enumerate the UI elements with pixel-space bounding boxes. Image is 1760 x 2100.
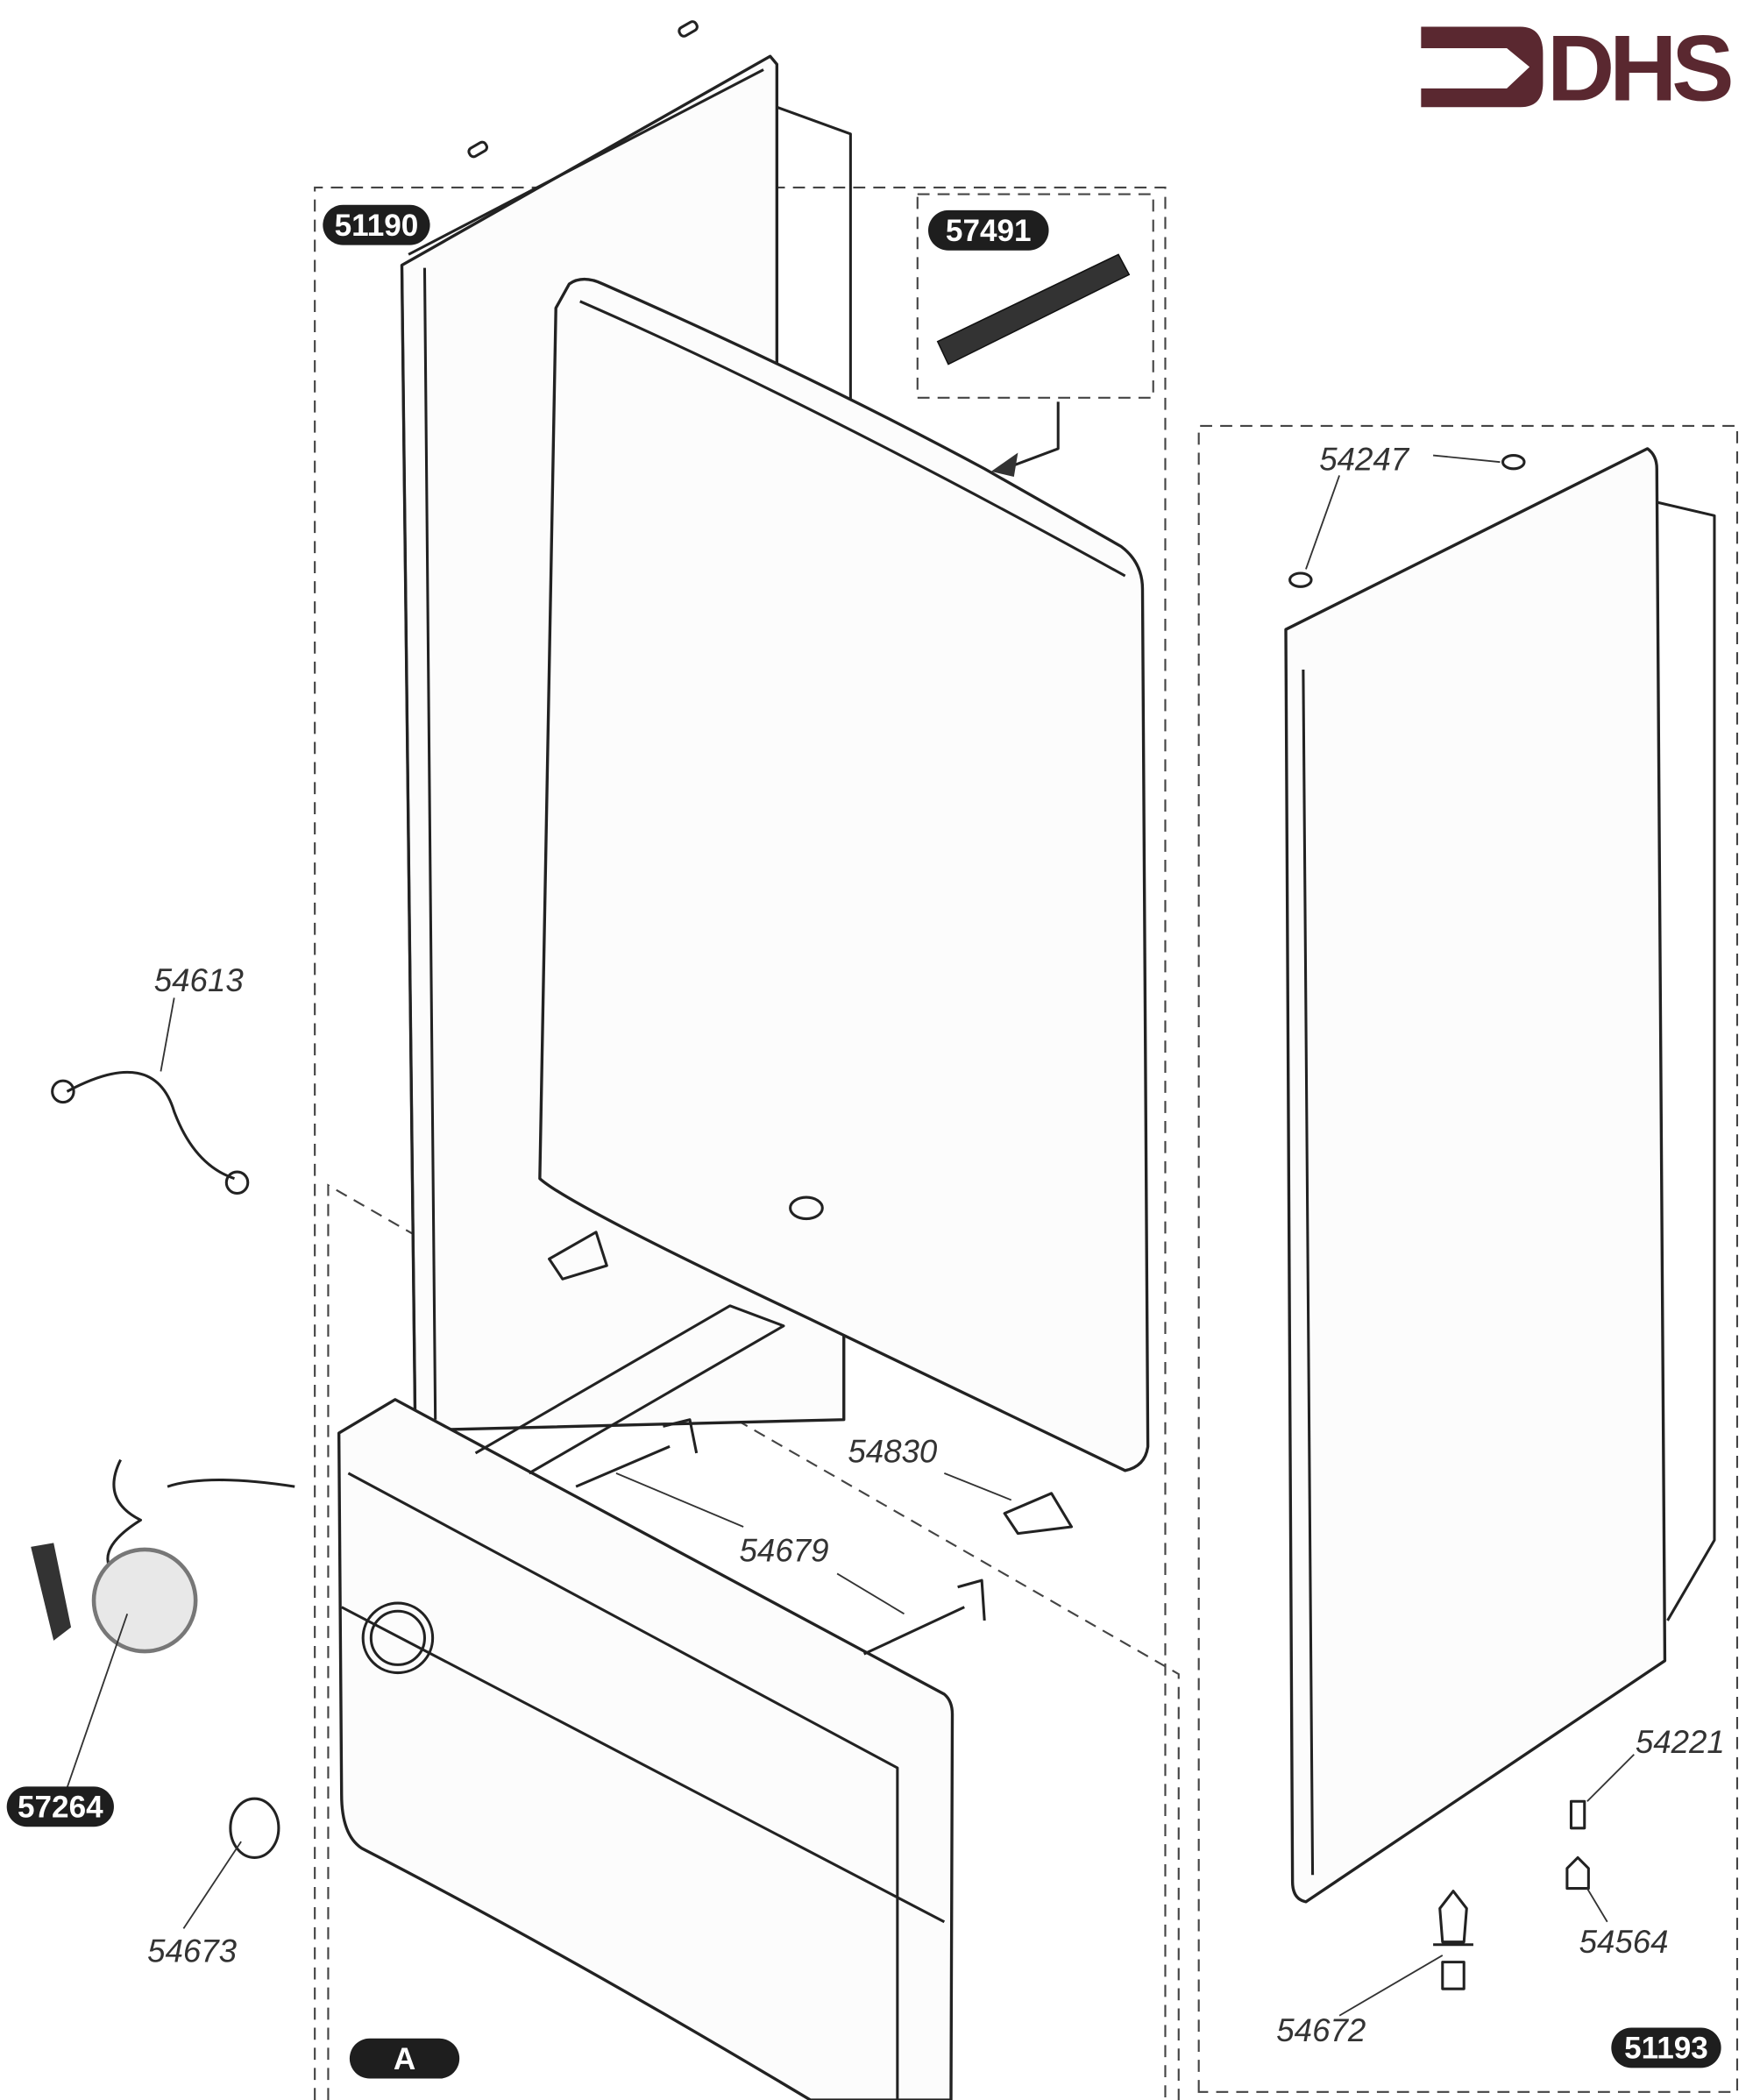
part-label-54247: 54247 — [1319, 441, 1410, 477]
part-label-54613: 54613 — [154, 962, 245, 998]
svg-text:51190: 51190 — [335, 209, 419, 243]
badge-A: A — [349, 2038, 460, 2079]
pressure-gauge — [31, 1458, 295, 1654]
badge-51190: 51190 — [323, 204, 430, 245]
part-label-54221: 54221 — [1636, 1724, 1725, 1760]
badge-57491: 57491 — [928, 209, 1049, 251]
part-label-54673: 54673 — [147, 1933, 238, 1969]
cable-part — [51, 1070, 250, 1195]
logo-text: DHS — [1547, 16, 1731, 121]
dhs-logo: DHS — [1421, 16, 1736, 121]
seal-strip — [936, 253, 1131, 477]
part-label-54679: 54679 — [740, 1533, 829, 1569]
side-panel — [1284, 447, 1716, 1904]
svg-text:57264: 57264 — [18, 1791, 103, 1825]
leader-lines — [66, 454, 1635, 2017]
screw-parts — [1433, 1799, 1590, 1990]
front-panel — [538, 277, 1150, 1536]
svg-text:A: A — [394, 2042, 415, 2076]
svg-text:51193: 51193 — [1624, 2032, 1708, 2066]
part-label-54830: 54830 — [848, 1434, 938, 1470]
svg-text:57491: 57491 — [946, 214, 1032, 248]
lower-cover — [337, 1304, 955, 2100]
knob-part — [229, 1797, 280, 1859]
badge-57264: 57264 — [6, 1786, 114, 1827]
part-label-54564: 54564 — [1579, 1924, 1669, 1960]
hinge-pins — [575, 1418, 986, 1656]
badge-51193: 51193 — [1611, 2027, 1721, 2068]
side-group-box — [1197, 424, 1739, 2093]
part-label-54672: 54672 — [1276, 2012, 1366, 2048]
